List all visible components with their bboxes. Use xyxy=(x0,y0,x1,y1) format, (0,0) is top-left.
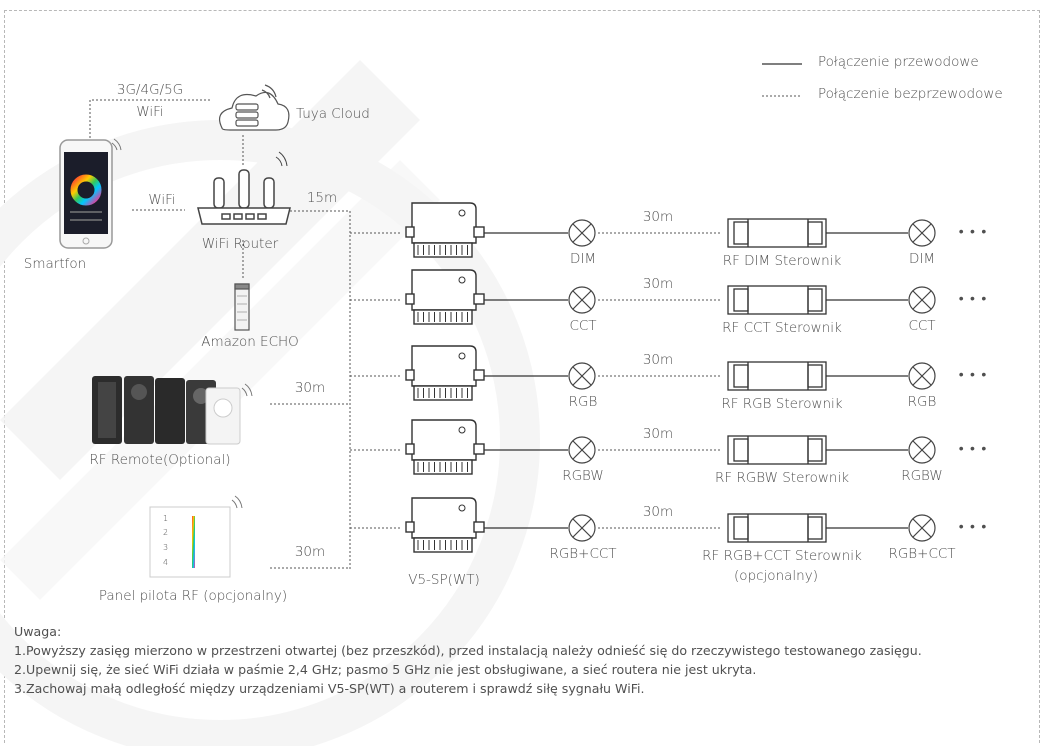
lamp-icon xyxy=(568,362,596,390)
lamp-label: RGB+CCT xyxy=(549,546,617,562)
smartphone-label: Smartfon xyxy=(23,256,87,272)
rf-controller-icon xyxy=(727,361,827,391)
legend-wireless-label: Połączenie bezprzewodowe xyxy=(818,86,1003,102)
hub-1 xyxy=(405,269,485,325)
more-dots: • • • xyxy=(958,224,988,240)
more-dots: • • • xyxy=(958,291,988,307)
frame-border xyxy=(4,10,1040,743)
lamp2-label: DIM xyxy=(908,251,936,267)
lamp-icon xyxy=(908,286,936,314)
cloud-label: Tuya Cloud xyxy=(296,106,370,122)
rf-controller-icon xyxy=(727,285,827,315)
echo-label: Amazon ECHO xyxy=(201,334,299,350)
router-label: WiFi Router xyxy=(201,236,279,252)
cloud-icon xyxy=(219,84,290,131)
lamp-label: RGBW xyxy=(562,468,604,484)
more-dots: • • • xyxy=(958,441,988,457)
mobile-network-label: 3G/4G/5G xyxy=(116,82,184,98)
rf-distance-label: 30m xyxy=(642,352,674,368)
lamp-label: CCT xyxy=(569,318,597,334)
lamp-icon xyxy=(908,514,936,542)
remote-label: RF Remote(Optional) xyxy=(89,452,231,468)
controller-note: (opcjonalny) xyxy=(734,568,818,584)
notes-title: Uwaga: xyxy=(14,624,62,639)
lamp-label: DIM xyxy=(569,251,597,267)
hub-4 xyxy=(405,497,485,553)
controller-label: RF RGBW Sterownik xyxy=(714,470,850,486)
hub-0 xyxy=(405,202,485,258)
controller-label: RF CCT Sterownik xyxy=(722,320,842,336)
mobile-wifi-label: WiFi xyxy=(136,104,164,120)
controller-label: RF RGB+CCT Sterownik xyxy=(702,548,862,564)
lamp-label: RGB xyxy=(568,394,598,410)
rf-controller-icon xyxy=(727,513,827,543)
lamp-icon xyxy=(908,362,936,390)
controller-label: RF DIM Sterownik xyxy=(722,253,842,269)
legend-wired-label: Połączenie przewodowe xyxy=(818,54,979,70)
more-dots: • • • xyxy=(958,519,988,535)
phone-router-wifi-label: WiFi xyxy=(148,192,176,208)
panel-hub-distance: 30m xyxy=(294,544,326,560)
panel-key-4: 4 xyxy=(163,558,169,567)
hub-3 xyxy=(405,419,485,475)
notes-section: Uwaga: 1.Powyższy zasięg mierzono w prze… xyxy=(14,622,1029,698)
rf-distance-label: 30m xyxy=(642,209,674,225)
rf-controller-icon xyxy=(727,218,827,248)
rf-panel-icon xyxy=(149,495,243,578)
lamp-icon xyxy=(568,286,596,314)
lamp2-label: CCT xyxy=(908,318,936,334)
lamp2-label: RGB+CCT xyxy=(888,546,956,562)
panel-key-1: 1 xyxy=(163,514,169,523)
more-dots: • • • xyxy=(958,367,988,383)
note-3: 3.Zachowaj małą odległość między urządze… xyxy=(14,681,645,696)
remote-hub-distance: 30m xyxy=(294,380,326,396)
panel-label: Panel pilota RF (opcjonalny) xyxy=(98,588,288,604)
lamp2-label: RGB xyxy=(907,394,937,410)
smartphone-icon xyxy=(59,138,122,249)
rf-controller-icon xyxy=(727,435,827,465)
panel-key-2: 2 xyxy=(163,528,169,537)
lamp-icon xyxy=(568,514,596,542)
rf-remote-icon xyxy=(92,376,253,445)
lamp-icon xyxy=(908,436,936,464)
lamp-icon xyxy=(568,436,596,464)
lamp-icon xyxy=(568,219,596,247)
router-hub-distance: 15m xyxy=(306,190,338,206)
hub-2 xyxy=(405,345,485,401)
panel-key-3: 3 xyxy=(163,543,169,552)
echo-icon xyxy=(234,283,250,331)
note-1: 1.Powyższy zasięg mierzono w przestrzeni… xyxy=(14,643,922,658)
note-2: 2.Upewnij się, że sieć WiFi działa w paś… xyxy=(14,662,757,677)
controller-label: RF RGB Sterownik xyxy=(721,396,843,412)
lamp-icon xyxy=(908,219,936,247)
lamp2-label: RGBW xyxy=(901,468,943,484)
router-icon xyxy=(197,151,291,225)
rf-distance-label: 30m xyxy=(642,276,674,292)
rf-distance-label: 30m xyxy=(642,504,674,520)
rf-distance-label: 30m xyxy=(642,426,674,442)
hub-label: V5-SP(WT) xyxy=(408,572,480,588)
